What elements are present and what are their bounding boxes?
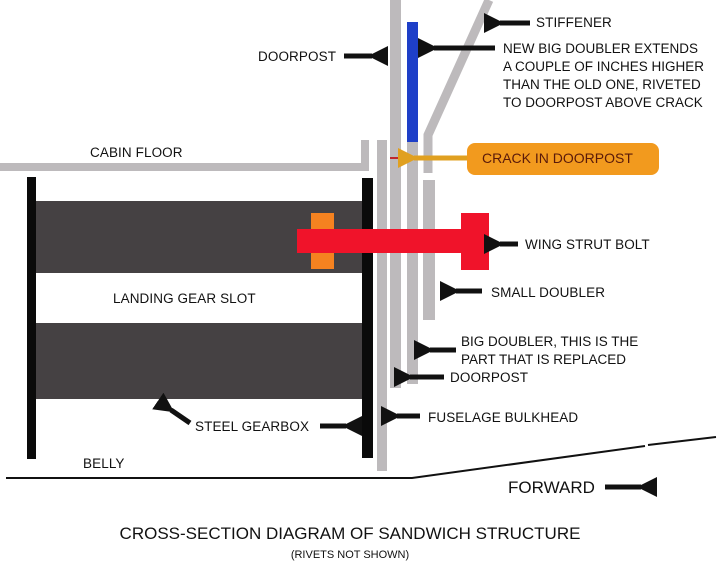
label-new-big-doubler-line-4: TO DOORPOST ABOVE CRACK bbox=[503, 95, 703, 110]
label-new-big-doubler-line-2: A COUPLE OF INCHES HIGHER bbox=[503, 59, 705, 74]
label-new-big-doubler-line-3: THAN THE OLD ONE, RIVETED bbox=[503, 77, 701, 92]
label-belly: BELLY bbox=[83, 456, 125, 471]
gearbox-wall-right bbox=[362, 178, 373, 458]
label-fuselage-bulkhead: FUSELAGE BULKHEAD bbox=[428, 410, 579, 425]
diagram-subtitle: (RIVETS NOT SHOWN) bbox=[290, 549, 410, 561]
new-big-doubler bbox=[407, 22, 418, 142]
crack-callout-box bbox=[467, 143, 659, 175]
label-crack: CRACK IN DOORPOST bbox=[482, 150, 633, 166]
label-big-doubler-line-1: BIG DOUBLER, THIS IS THE bbox=[461, 334, 639, 349]
arrows bbox=[152, 13, 657, 497]
label-doorpost-top: DOORPOST bbox=[258, 49, 337, 64]
label-big-doubler-line-2: PART THAT IS REPLACED bbox=[461, 352, 627, 367]
belly-line bbox=[6, 436, 717, 479]
label-doorpost-bottom: DOORPOST bbox=[450, 370, 529, 385]
wing-strut-bolt-shaft bbox=[297, 229, 467, 253]
gear-bar-lower bbox=[35, 323, 365, 399]
gearbox-wall-left bbox=[27, 177, 36, 459]
label-new-big-doubler: NEW BIG DOUBLER EXTENDS A COUPLE OF INCH… bbox=[503, 40, 704, 112]
label-big-doubler: BIG DOUBLER, THIS IS THE PART THAT IS RE… bbox=[461, 333, 638, 369]
label-steel-gearbox: STEEL GEARBOX bbox=[195, 419, 310, 434]
label-cabin-floor: CABIN FLOOR bbox=[90, 145, 183, 160]
big-doubler bbox=[407, 141, 418, 384]
wing-strut-bolt-head bbox=[461, 213, 489, 270]
label-small-doubler: SMALL DOUBLER bbox=[491, 285, 606, 300]
label-stiffener: STIFFENER bbox=[536, 15, 612, 30]
fuselage-bulkhead bbox=[377, 140, 387, 471]
label-forward: FORWARD bbox=[508, 478, 595, 497]
label-landing-gear-slot: LANDING GEAR SLOT bbox=[113, 291, 256, 306]
arrow-gearbox-left bbox=[152, 392, 192, 426]
doorpost-crack bbox=[390, 157, 401, 159]
label-new-big-doubler-line-1: NEW BIG DOUBLER EXTENDS bbox=[503, 41, 699, 56]
cabin-floor bbox=[0, 140, 369, 171]
diagram-title: CROSS-SECTION DIAGRAM OF SANDWICH STRUCT… bbox=[119, 524, 581, 543]
doorpost bbox=[390, 0, 401, 388]
label-wing-strut-bolt: WING STRUT BOLT bbox=[525, 237, 650, 252]
